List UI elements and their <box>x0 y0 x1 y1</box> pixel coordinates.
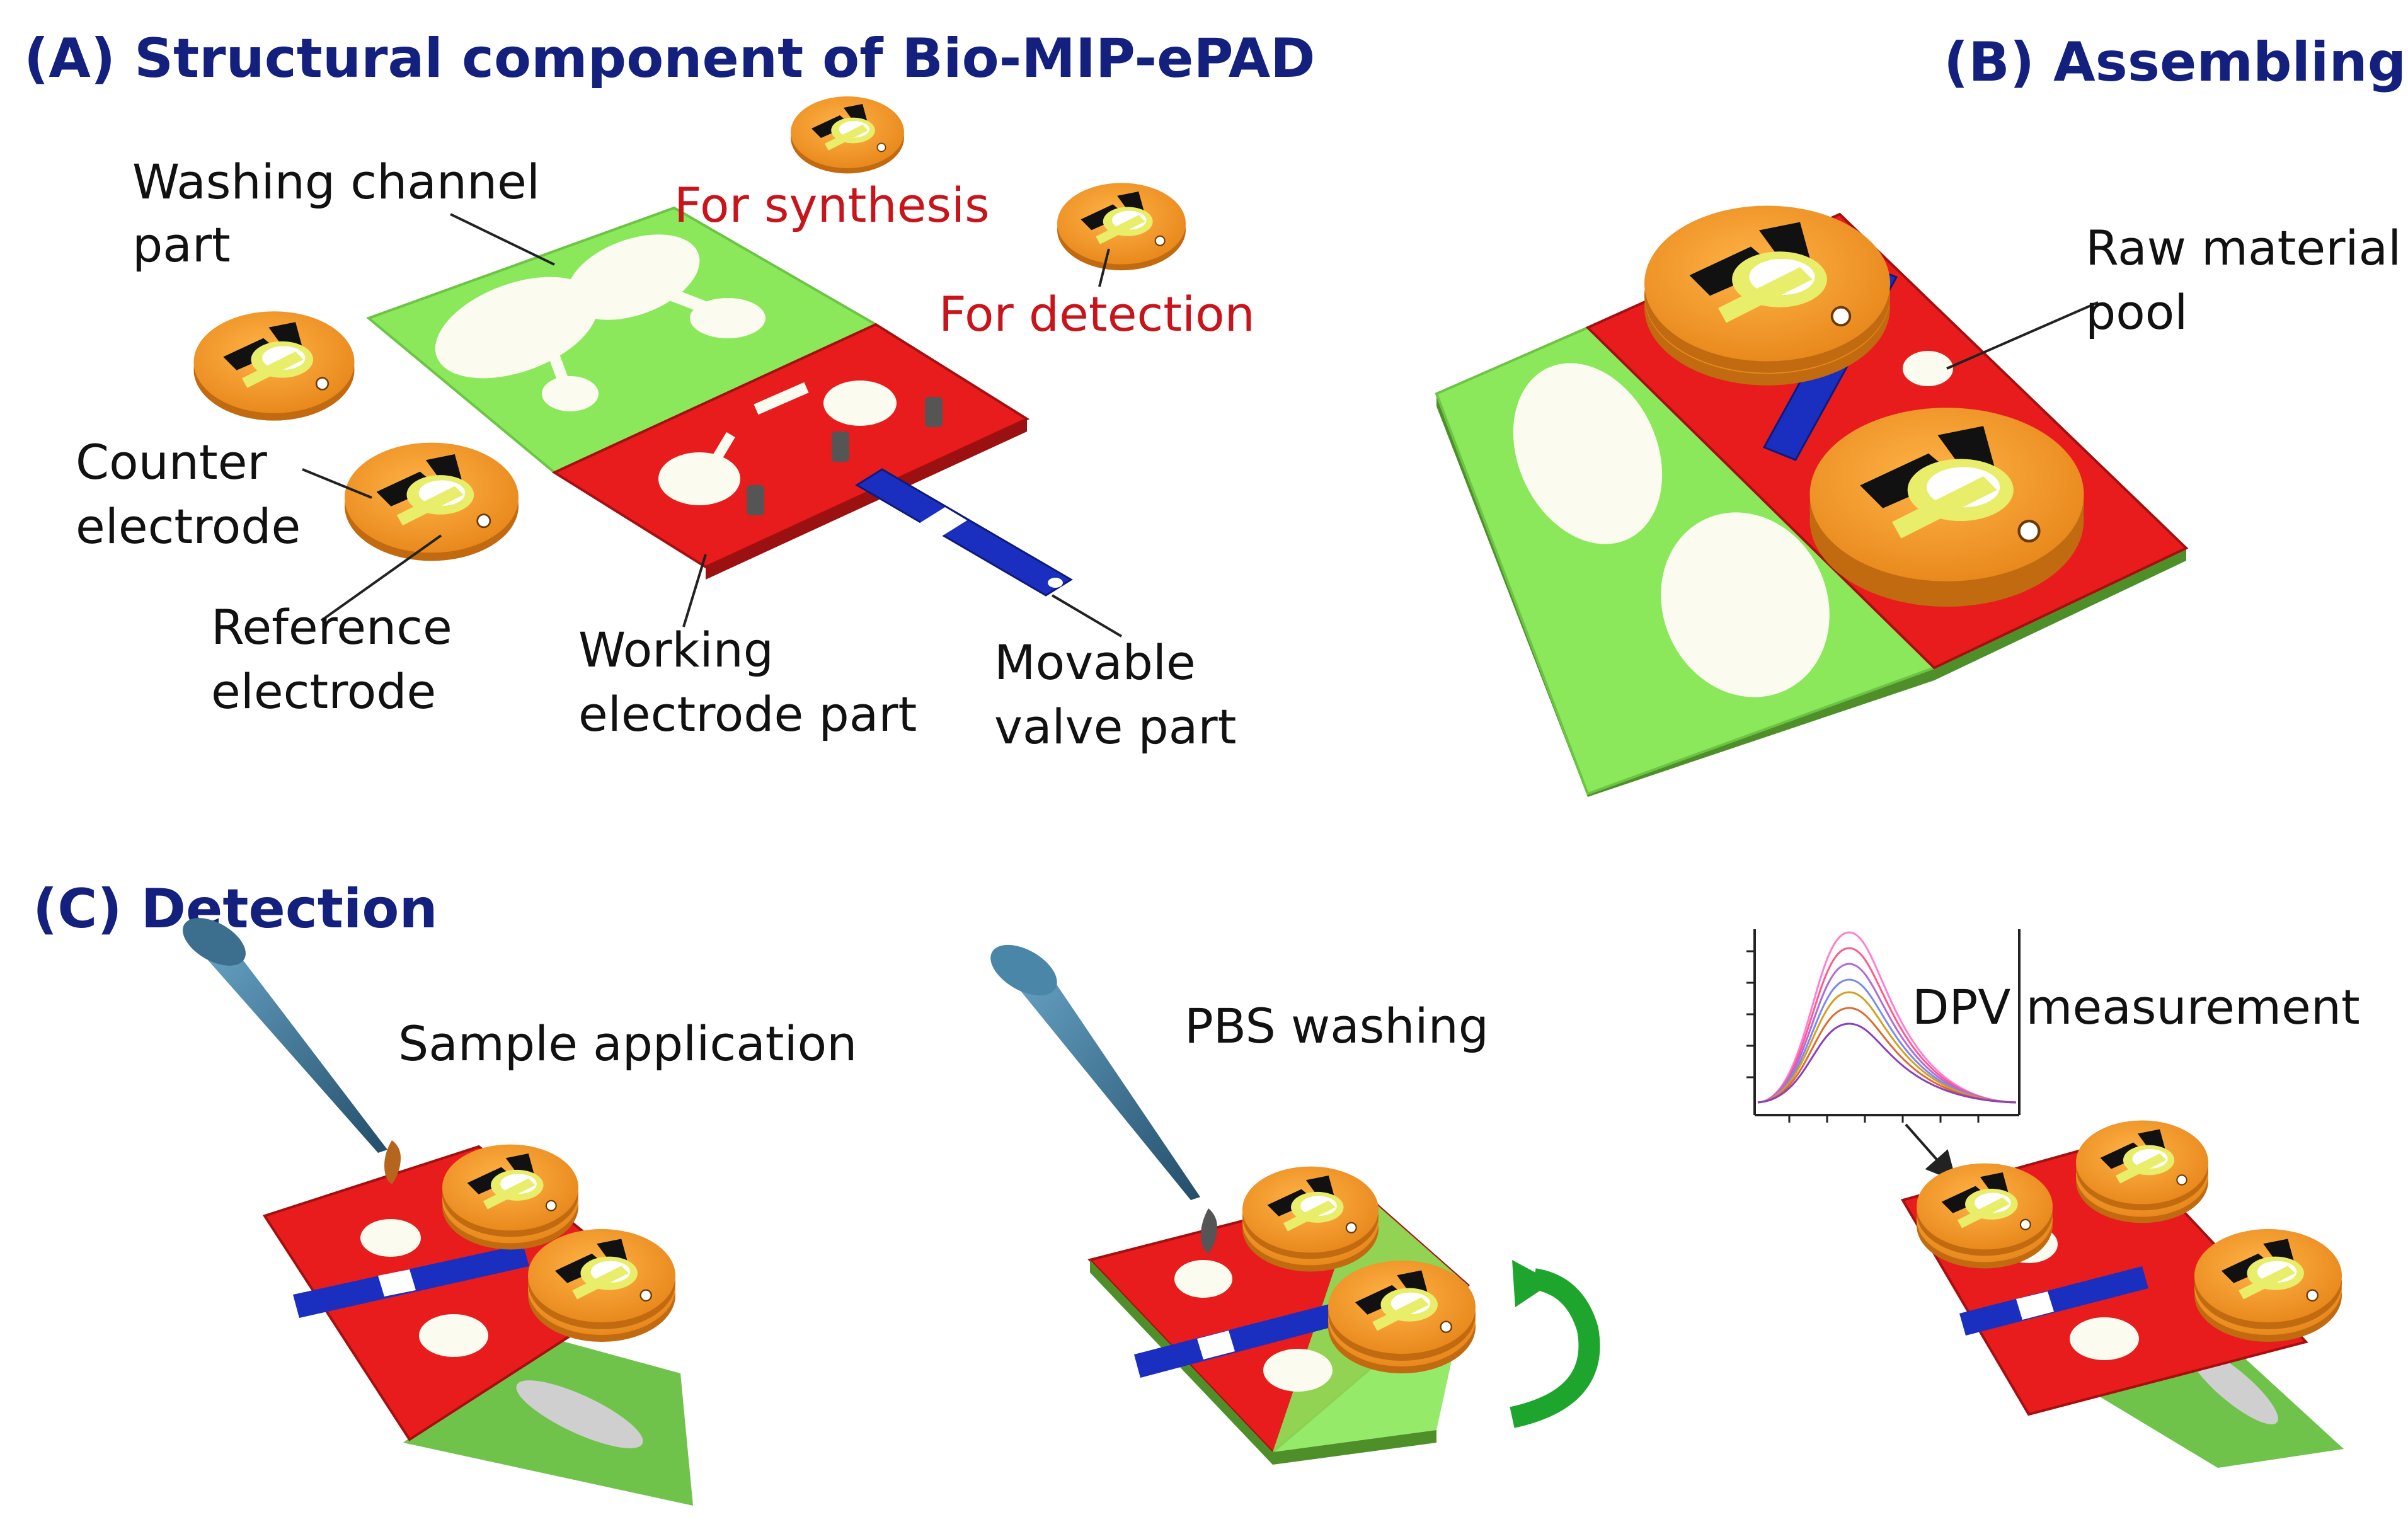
panel-a-title: (A) Structural component of Bio-MIP-ePAD <box>24 27 1316 90</box>
dpv-curves <box>1757 931 2017 1104</box>
electrode-disc-icon <box>2075 1119 2210 1224</box>
electrode-disc-icon <box>527 1228 677 1343</box>
rotate-arrow-icon <box>1510 1260 1600 1428</box>
electrode-disc-icon <box>1241 1165 1380 1273</box>
label-raw-2: pool <box>2085 284 2187 340</box>
panel-b-title: (B) Assembling <box>1944 31 2406 94</box>
leader-lines <box>302 213 1123 638</box>
label-working-2: electrode part <box>578 686 917 742</box>
electrode-disc-icon <box>1810 408 2084 607</box>
electrode-disc-icon <box>1327 1259 1477 1375</box>
assembled-device <box>1435 204 2189 797</box>
step-pbs-washing: PBS washing <box>990 944 1600 1465</box>
dpv-plot <box>1746 929 2021 1123</box>
label-for-detection: For detection <box>939 286 1255 342</box>
panel-c-title: (C) Detection <box>33 878 438 941</box>
electrode-disc-icon <box>1643 204 1891 387</box>
step-sample-application: Sample application <box>183 918 857 1506</box>
step-dpv-measurement: DPV measurement <box>1746 929 2360 1468</box>
label-reference-1: Reference <box>211 599 452 655</box>
electrode-disc-icon <box>2193 1228 2343 1343</box>
label-counter-1: Counter <box>76 434 267 490</box>
label-washing-2: part <box>132 217 231 273</box>
leader-raw-pool <box>1946 301 2099 370</box>
pipette-icon <box>990 944 1200 1200</box>
panel-b: (B) Assembling Raw material <box>1435 31 2406 797</box>
label-raw-1: Raw material <box>2085 220 2401 276</box>
panel-c: (C) Detection Sample applicatio <box>33 878 2360 1506</box>
droplet-icon <box>1201 1208 1217 1254</box>
label-pbs-washing: PBS washing <box>1184 998 1489 1054</box>
label-sample-application: Sample application <box>398 1016 857 1072</box>
label-counter-2: electrode <box>76 498 301 554</box>
electrode-disc-icon <box>441 1143 580 1251</box>
arrow-to-device <box>1905 1123 1957 1182</box>
pipette-icon <box>183 918 387 1153</box>
washing-channel-part <box>366 206 879 474</box>
label-valve-1: Movable <box>994 634 1196 690</box>
label-reference-2: electrode <box>211 663 436 719</box>
label-for-synthesis: For synthesis <box>674 177 990 233</box>
label-dpv-measurement: DPV measurement <box>1912 979 2360 1035</box>
panel-a: (A) Structural component of Bio-MIP-ePAD <box>24 27 1316 755</box>
droplet-icon <box>384 1140 401 1184</box>
electrode-disc-icon <box>790 96 905 175</box>
electrode-disc-icon <box>193 310 355 421</box>
label-valve-2: valve part <box>994 699 1236 755</box>
electrode-disc-icon <box>1915 1162 2054 1269</box>
label-washing-1: Washing channel <box>132 154 540 210</box>
working-electrode-part <box>551 323 1030 580</box>
label-working-1: Working <box>578 622 774 678</box>
movable-valve-part <box>855 468 1073 597</box>
electrode-disc-icon <box>1056 182 1187 272</box>
